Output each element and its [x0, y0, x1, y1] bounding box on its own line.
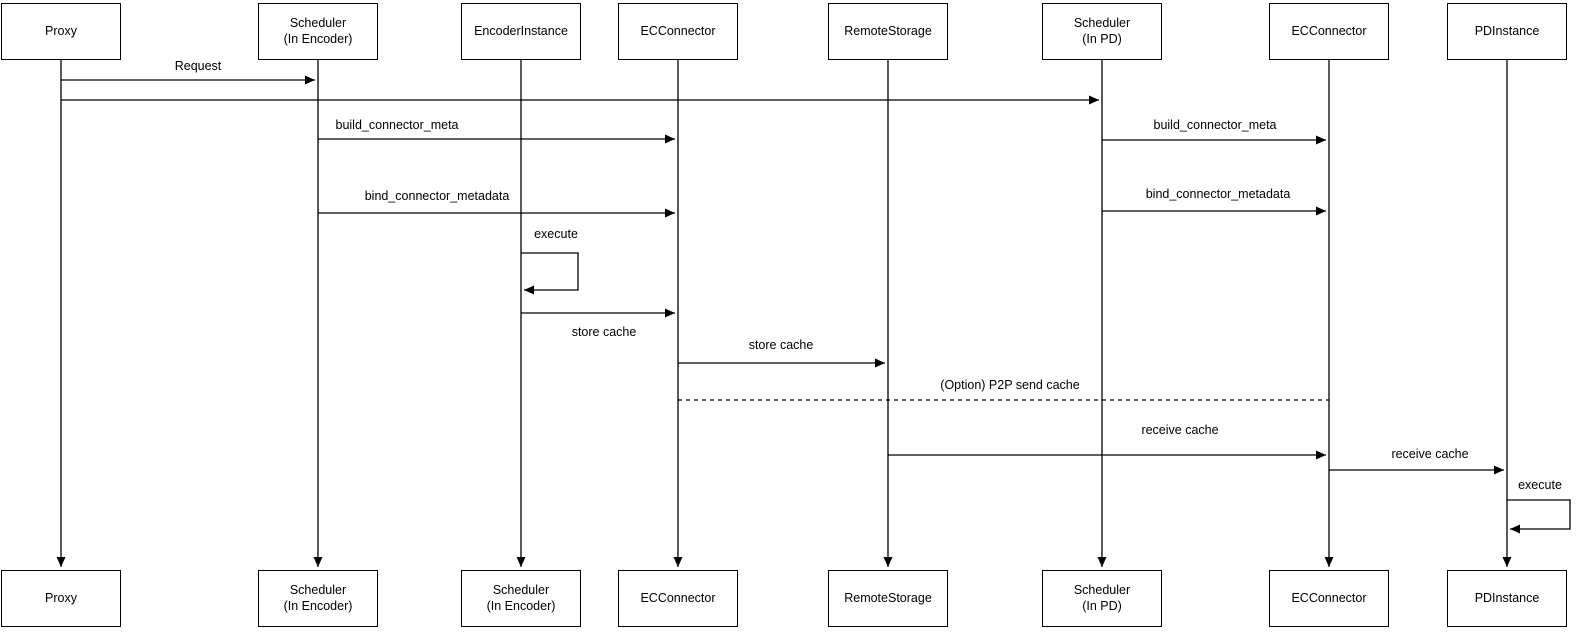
actor-label: ECConnector: [1291, 590, 1367, 605]
actor-label: Scheduler (In PD): [1073, 15, 1131, 46]
arrow-execute-self-encoder: [521, 252, 579, 295]
actor-label: Scheduler (In Encoder): [283, 582, 353, 613]
actor-label: EncoderInstance: [474, 23, 568, 38]
message-label-build-connector-meta-enc: build_connector_meta: [335, 118, 459, 132]
actor-bottom-scheduler-encoder: Scheduler (In Encoder): [258, 570, 378, 627]
actor-label: Scheduler (In PD): [1073, 582, 1131, 613]
actor-top-remote-storage: RemoteStorage: [828, 3, 948, 60]
actor-bottom-pd-instance: PDInstance: [1447, 570, 1567, 627]
actor-top-ec-connector-pd: ECConnector: [1269, 3, 1389, 60]
actor-top-proxy: Proxy: [1, 3, 121, 60]
actor-label: ECConnector: [640, 590, 716, 605]
actor-bottom-encoder-instance: Scheduler (In Encoder): [461, 570, 581, 627]
actor-bottom-scheduler-pd: Scheduler (In PD): [1042, 570, 1162, 627]
arrow-execute-self-pd: [1507, 499, 1571, 534]
actor-label: Proxy: [45, 23, 77, 38]
actor-label: PDInstance: [1474, 590, 1540, 605]
actor-label: PDInstance: [1474, 23, 1540, 38]
actor-bottom-remote-storage: RemoteStorage: [828, 570, 948, 627]
message-label-build-connector-meta-pd: build_connector_meta: [1153, 118, 1277, 132]
actor-label: ECConnector: [640, 23, 716, 38]
message-label-bind-connector-metadata-pd: bind_connector_metadata: [1145, 187, 1291, 201]
message-label-store-cache-1: store cache: [571, 325, 637, 339]
actor-label: Proxy: [45, 590, 77, 605]
actor-top-scheduler-encoder: Scheduler (In Encoder): [258, 3, 378, 60]
actor-bottom-ec-connector-enc: ECConnector: [618, 570, 738, 627]
message-label-receive-cache-2: receive cache: [1391, 447, 1469, 461]
actor-bottom-ec-connector-pd: ECConnector: [1269, 570, 1389, 627]
message-label-request: Request: [174, 59, 222, 73]
message-label-receive-cache-1: receive cache: [1141, 423, 1219, 437]
actor-bottom-proxy: Proxy: [1, 570, 121, 627]
actor-top-pd-instance: PDInstance: [1447, 3, 1567, 60]
actor-top-encoder-instance: EncoderInstance: [461, 3, 581, 60]
actor-label: Scheduler (In Encoder): [486, 582, 556, 613]
actor-label: Scheduler (In Encoder): [283, 15, 353, 46]
message-label-execute-pd: execute: [1518, 478, 1562, 492]
actor-label: RemoteStorage: [844, 590, 932, 605]
actor-label: ECConnector: [1291, 23, 1367, 38]
message-label-bind-connector-metadata-enc: bind_connector_metadata: [364, 189, 510, 203]
message-label-execute-encoder: execute: [534, 227, 578, 241]
message-label-store-cache-2: store cache: [748, 338, 814, 352]
actor-top-ec-connector-enc: ECConnector: [618, 3, 738, 60]
actor-top-scheduler-pd: Scheduler (In PD): [1042, 3, 1162, 60]
message-label-p2p-send-cache: (Option) P2P send cache: [940, 378, 1080, 392]
actor-label: RemoteStorage: [844, 23, 932, 38]
